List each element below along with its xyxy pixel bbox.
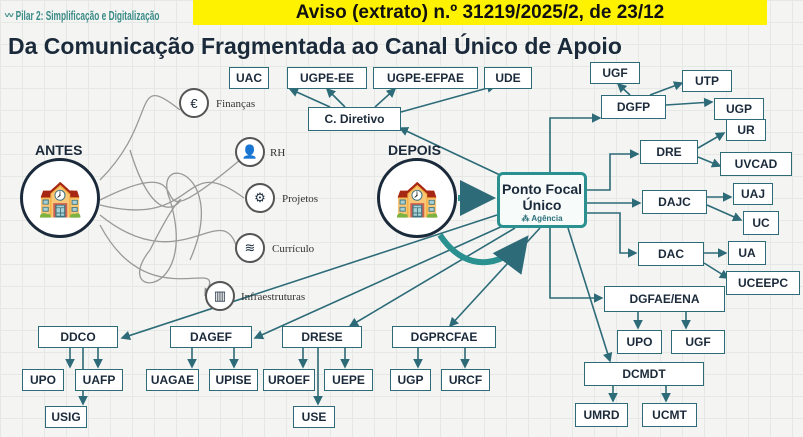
box-uafp: UAFP xyxy=(75,369,123,391)
pf-line1: Ponto Focal xyxy=(501,181,583,197)
box-dac: DAC xyxy=(638,242,704,266)
area-rh: RH xyxy=(270,147,286,159)
tangled-lines xyxy=(99,95,245,295)
people-icon: 👤 xyxy=(235,137,265,167)
box-uceepc: UCEEPC xyxy=(726,271,800,295)
box-uvcad: UVCAD xyxy=(720,152,792,176)
box-upise: UPISE xyxy=(209,369,258,391)
box-uroef: UROEF xyxy=(263,369,315,391)
box-use: USE xyxy=(293,406,335,428)
box-ddco: DDCO xyxy=(38,326,118,348)
box-ugf: UGF xyxy=(671,330,725,354)
area-financas: Finanças xyxy=(216,98,256,110)
box-ugp: UGP xyxy=(714,98,764,120)
box-dgfp: DGFP xyxy=(601,95,666,119)
box-ugp: UGP xyxy=(390,369,431,391)
box-dajc: DAJC xyxy=(642,190,707,214)
box-ugpe-efpae: UGPE-EFPAE xyxy=(373,67,478,89)
box-utp: UTP xyxy=(682,70,732,92)
page-title: Da Comunicação Fragmentada ao Canal Únic… xyxy=(8,33,622,59)
area-projetos: Projetos xyxy=(282,193,319,205)
box-uac: UAC xyxy=(229,67,269,89)
box-uepe: UEPE xyxy=(324,369,373,391)
area-curriculo: Currículo xyxy=(272,243,315,255)
curved-arrow xyxy=(437,233,529,275)
pilar-heading: 〰 Pilar 2: Simplificação e Digitalização xyxy=(5,8,160,23)
pf-sub: ⁂ Agência xyxy=(521,214,563,223)
box-umrd: UMRD xyxy=(575,403,628,427)
depois-label: DEPOIS xyxy=(388,142,441,158)
box-usig: USIG xyxy=(45,406,87,428)
box-ucmt: UCMT xyxy=(642,403,697,427)
euro-icon: € xyxy=(179,88,209,118)
box-ua: UA xyxy=(728,241,766,265)
box-dgfae-ena: DGFAE/ENA xyxy=(604,286,725,312)
school-icon: 🏫 xyxy=(377,158,457,238)
box-uagae: UAGAE xyxy=(146,369,199,391)
gear-icon: ⚙ xyxy=(245,183,275,213)
box-urcf: URCF xyxy=(441,369,490,391)
building-icon: ▥ xyxy=(205,281,235,311)
notice-banner: Aviso (extrato) n.º 31219/2025/2, de 23/… xyxy=(193,0,767,25)
box-dagef: DAGEF xyxy=(170,326,252,348)
box-ude: UDE xyxy=(484,67,532,89)
box-uaj: UAJ xyxy=(733,183,773,205)
box-drese: DRESE xyxy=(282,326,362,348)
box-ur: UR xyxy=(726,119,766,141)
box-uc: UC xyxy=(743,211,779,235)
pilar-text: Pilar 2: Simplificação e Digitalização xyxy=(15,8,160,23)
box-dgprcfae: DGPRCFAE xyxy=(392,326,496,348)
box-c-diretivo: C. Diretivo xyxy=(308,107,401,131)
pf-sub-text: Agência xyxy=(531,214,563,223)
layers-icon: ≋ xyxy=(235,233,265,263)
box-upo: UPO xyxy=(22,369,64,391)
box-dre: DRE xyxy=(640,140,698,164)
ponto-focal-box: Ponto Focal Único ⁂ Agência xyxy=(497,172,587,228)
box-ugpe-ee: UGPE-EE xyxy=(287,67,367,89)
pf-line2: Único xyxy=(522,197,562,213)
area-infraestruturas: Infraestruturas xyxy=(241,291,306,303)
antes-label: ANTES xyxy=(35,142,83,158)
box-upo: UPO xyxy=(617,330,662,354)
box-ugf: UGF xyxy=(590,62,640,84)
box-dcmdt: DCMDT xyxy=(584,362,704,386)
school-icon: 🏫 xyxy=(20,158,100,238)
